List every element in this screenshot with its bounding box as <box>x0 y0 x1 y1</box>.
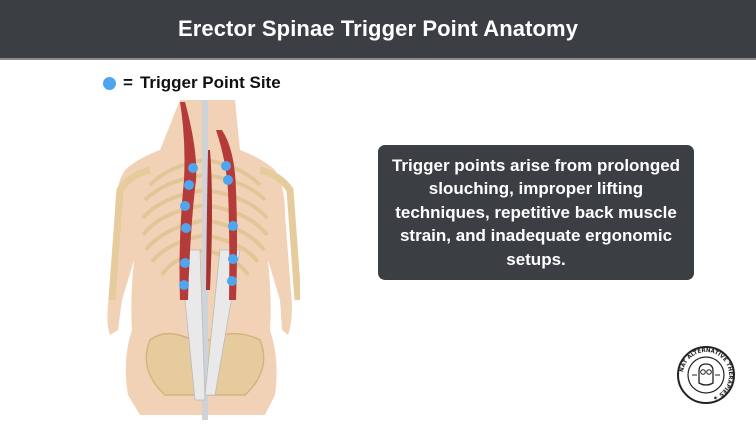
trigger-point-dot-icon <box>103 76 116 90</box>
info-callout: Trigger points arise from prolonged slou… <box>378 145 694 280</box>
legend-equals: = <box>123 73 133 92</box>
legend: = Trigger Point Site <box>103 73 281 93</box>
owl-logo-icon: NAT ALTERNATIVE THERAPIES ★ <box>677 346 735 404</box>
title-bar: Erector Spinae Trigger Point Anatomy <box>0 0 756 60</box>
page-title: Erector Spinae Trigger Point Anatomy <box>177 16 579 41</box>
callout-text: Trigger points arise from prolonged slou… <box>391 155 681 269</box>
legend-label: Trigger Point Site <box>139 73 281 92</box>
back-anatomy-illustration <box>107 100 300 420</box>
